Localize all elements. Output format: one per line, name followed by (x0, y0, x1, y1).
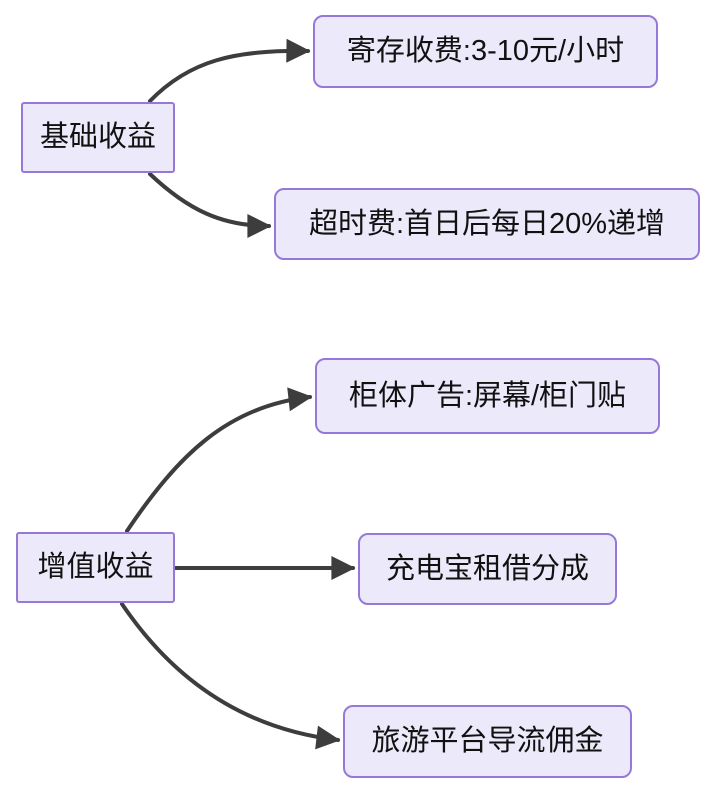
arrow-basic-to-overtime (148, 172, 272, 238)
arrow-value-to-travel (120, 602, 341, 750)
arrow-basic-to-deposit (148, 38, 311, 103)
node-powerbank-share: 充电宝租借分成 (358, 533, 617, 605)
arrow-value-to-ad (125, 387, 313, 533)
node-value-added-income: 增值收益 (16, 532, 175, 603)
node-basic-income: 基础收益 (21, 102, 175, 173)
node-travel-commission: 旅游平台导流佣金 (343, 705, 632, 778)
node-overtime-fee: 超时费:首日后每日20%递增 (274, 188, 700, 260)
node-deposit-fee: 寄存收费:3-10元/小时 (313, 15, 658, 88)
node-cabinet-ad: 柜体广告:屏幕/柜门贴 (315, 358, 660, 434)
